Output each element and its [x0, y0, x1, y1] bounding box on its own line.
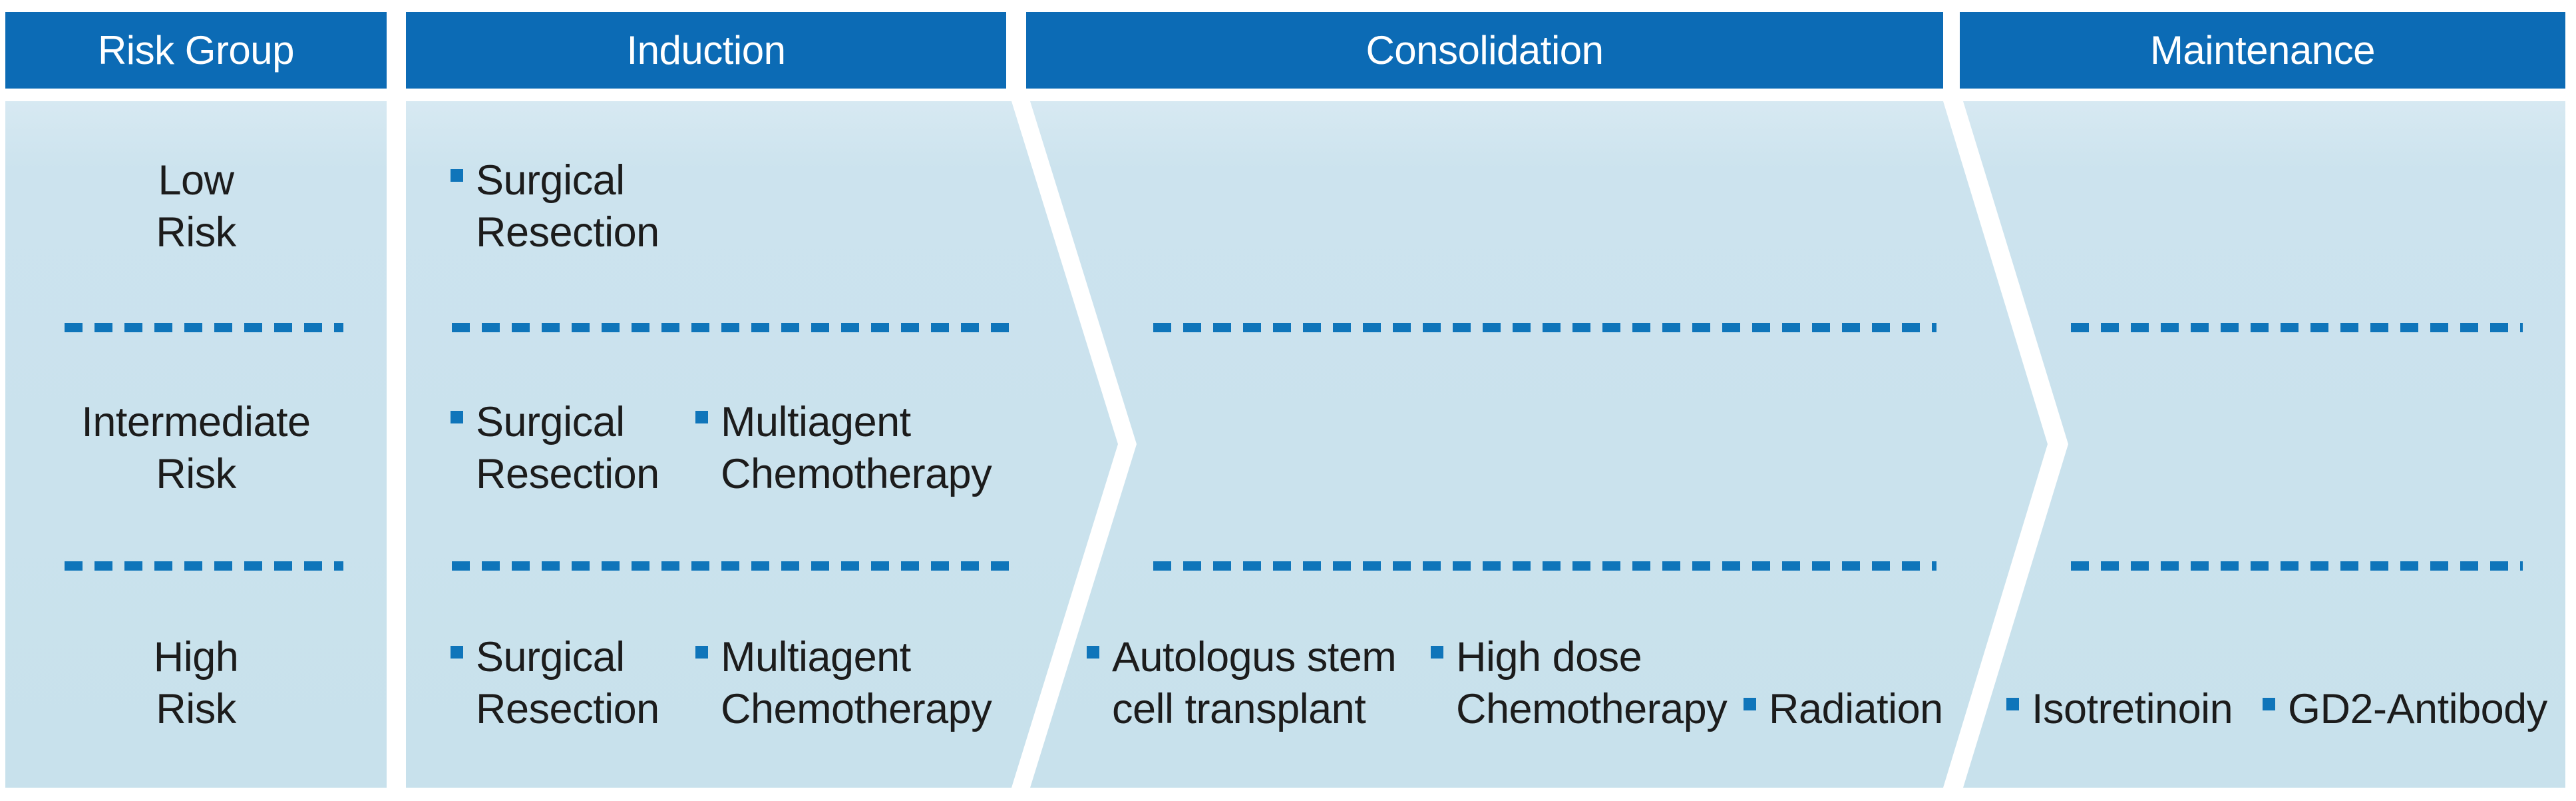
treatment-label: High dose Chemotherapy — [1456, 634, 1728, 732]
treatment-label: Autologus stem cell transplant — [1112, 634, 1397, 732]
maintenance-panel — [1963, 101, 2565, 788]
treatment-label: Surgical Resection — [476, 399, 659, 497]
risk-group-label-intermediate: Intermediate Risk — [81, 399, 311, 497]
square-bullet-icon — [2263, 698, 2275, 710]
square-bullet-icon — [451, 169, 463, 182]
treatment-item-autologus-stem-cell-transplant: Autologus stem cell transplant — [1087, 631, 1397, 735]
square-bullet-icon — [695, 411, 708, 423]
treatment-item-high-dose-chemotherapy: High dose Chemotherapy — [1431, 631, 1728, 735]
square-bullet-icon — [1431, 646, 1443, 659]
treatment-item-surgical-resection: Surgical Resection — [451, 154, 659, 258]
treatment-label: GD2-Antibody — [2288, 686, 2547, 732]
induction-panel-chevron — [406, 101, 1118, 788]
square-bullet-icon — [2006, 698, 2019, 710]
treatment-label: Surgical Resection — [476, 157, 659, 256]
risk-group-label-high: High Risk — [153, 634, 239, 732]
square-bullet-icon — [695, 646, 708, 659]
square-bullet-icon — [1087, 646, 1099, 659]
treatment-item-gd2-antibody: GD2-Antibody — [2263, 683, 2547, 735]
treatment-label: Radiation — [1769, 686, 1943, 732]
square-bullet-icon — [451, 646, 463, 659]
treatment-item-radiation: Radiation — [1744, 683, 1943, 735]
treatment-label: Surgical Resection — [476, 634, 659, 732]
risk-group-panel — [5, 101, 387, 788]
column-header-risk-group: Risk Group — [5, 12, 387, 89]
column-header-consolidation: Consolidation — [1026, 12, 1943, 89]
column-header-induction: Induction — [406, 12, 1006, 89]
treatment-label: Multiagent Chemotherapy — [721, 399, 992, 497]
treatment-item-isotretinoin: Isotretinoin — [2006, 683, 2233, 735]
treatment-label: Multiagent Chemotherapy — [721, 634, 992, 732]
treatment-item-multiagent-chemotherapy: Multiagent Chemotherapy — [695, 631, 992, 735]
risk-group-label-low: Low Risk — [156, 157, 236, 256]
treatment-label: Isotretinoin — [2032, 686, 2233, 732]
treatment-item-surgical-resection: Surgical Resection — [451, 631, 659, 735]
treatment-item-surgical-resection: Surgical Resection — [451, 396, 659, 500]
consolidation-panel-chevron — [1030, 101, 2048, 788]
column-header-maintenance: Maintenance — [1960, 12, 2565, 89]
square-bullet-icon — [451, 411, 463, 423]
treatment-item-multiagent-chemotherapy: Multiagent Chemotherapy — [695, 396, 992, 500]
square-bullet-icon — [1744, 698, 1756, 710]
